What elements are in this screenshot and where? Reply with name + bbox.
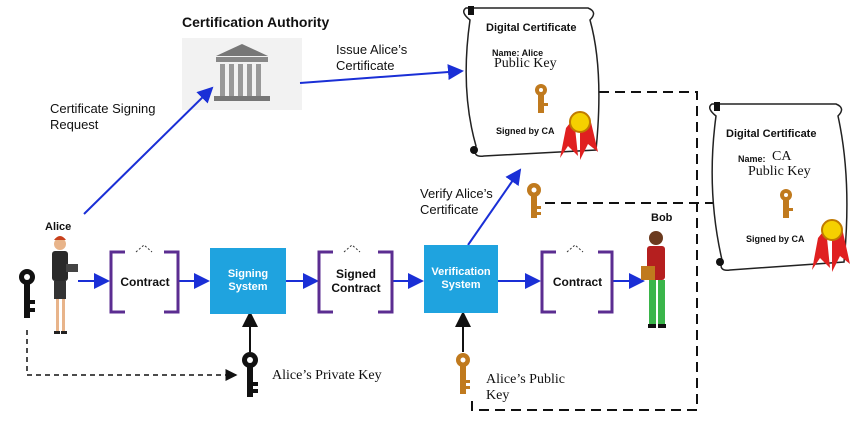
verify-arrow	[467, 168, 522, 246]
key-icon	[535, 84, 548, 113]
cert-name: Name: Alice	[492, 48, 544, 58]
cert-name-label: Name:	[738, 154, 766, 164]
issue-arrow	[299, 64, 464, 84]
public-key-dashed-box	[471, 91, 698, 411]
private-key-dashed-line	[26, 330, 238, 381]
cert-signed: Signed by CA	[496, 126, 555, 136]
key-icon	[527, 183, 541, 218]
contract-right: Contract	[552, 275, 603, 289]
cert-title: Digital Certificate	[486, 22, 577, 34]
bob-label: Bob	[651, 212, 673, 224]
ca-title: Certification Authority	[182, 14, 330, 30]
csr-label: Certificate Signing Request	[50, 101, 156, 132]
cert-title: Digital Certificate	[726, 128, 817, 140]
signed-contract: Signed Contract	[331, 267, 381, 295]
private-key-label: Alice’s Private Key	[272, 368, 382, 383]
key-icon	[780, 189, 793, 218]
businessman-icon	[641, 231, 666, 328]
verify-label: Verify Alice’s Certificate	[420, 186, 493, 217]
alice-certificate: Digital Certificate Name: Alice Public K…	[466, 8, 596, 158]
alice-label: Alice	[45, 221, 72, 233]
scroll-icon	[709, 102, 848, 272]
cert-signed: Signed by CA	[746, 234, 805, 244]
contract-left-bracket	[109, 244, 180, 314]
public-key-label: Alice’s Public Key	[486, 372, 565, 403]
ca-certificate: Digital Certificate Name: CA Public Key …	[712, 104, 848, 272]
key-icon	[242, 352, 258, 397]
contract-left: Contract	[120, 275, 170, 289]
verification-system-box: Verification System	[424, 245, 498, 313]
signing-system-box: Signing System	[210, 248, 286, 314]
csr-arrow	[83, 86, 214, 215]
key-icon	[19, 269, 35, 318]
businesswoman-icon	[52, 236, 78, 334]
key-icon	[456, 353, 470, 394]
contract-right-bracket	[540, 244, 614, 314]
issue-label: Issue Alice’s Certificate	[336, 42, 408, 73]
signed-contract-bracket	[317, 244, 394, 314]
seal-ribbon-icon	[560, 111, 598, 160]
scroll-icon	[463, 6, 600, 158]
cert-name-value: CA	[772, 149, 792, 164]
seal-ribbon-icon	[812, 219, 850, 272]
cert-public-key: Public Key	[494, 56, 557, 71]
cert-public-key: Public Key	[748, 164, 811, 179]
